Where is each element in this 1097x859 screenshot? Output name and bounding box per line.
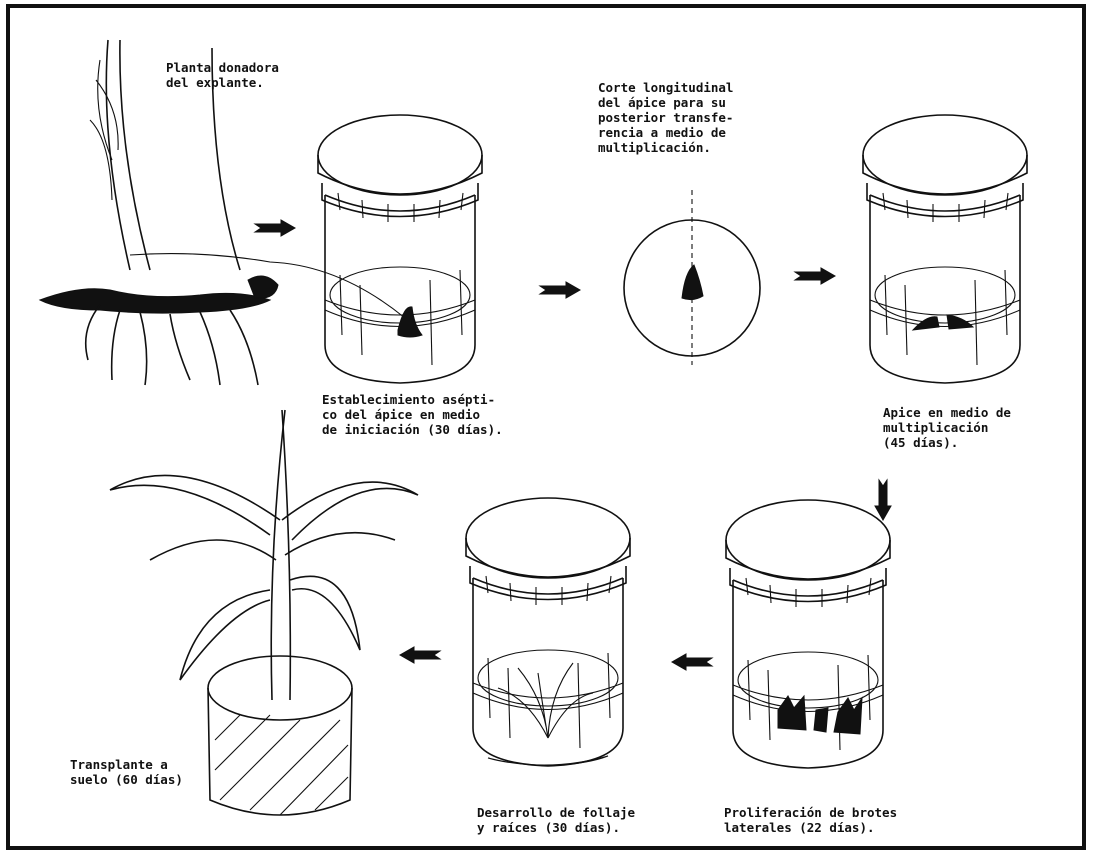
arrow-icon <box>795 268 835 284</box>
jar-icon <box>726 500 890 768</box>
jar-icon <box>318 115 482 383</box>
arrow-icon <box>400 647 440 663</box>
arrow-icon <box>875 480 891 520</box>
donor-plant-icon <box>40 40 408 385</box>
label-donor-plant: Planta donadora del explante. <box>166 60 279 90</box>
label-transplant-soil: Transplante a suelo (60 días) <box>70 757 183 787</box>
arrow-icon <box>672 654 712 670</box>
apex-section-icon <box>624 190 760 365</box>
jar-icon <box>863 115 1027 383</box>
potted-plant-icon <box>110 410 418 815</box>
label-foliage-root-development: Desarrollo de follaje y raíces (30 días)… <box>477 805 635 835</box>
label-aseptic-establishment: Establecimiento asépti- co del ápice en … <box>322 392 503 437</box>
label-lateral-proliferation: Proliferación de brotes laterales (22 dí… <box>724 805 897 835</box>
arrow-icon <box>255 220 295 236</box>
arrow-icon <box>540 282 580 298</box>
jar-icon <box>466 498 630 766</box>
label-apex-multiplication: Apice en medio de multiplicación (45 día… <box>883 405 1011 450</box>
label-longitudinal-cut: Corte longitudinal del ápice para su pos… <box>598 80 733 155</box>
